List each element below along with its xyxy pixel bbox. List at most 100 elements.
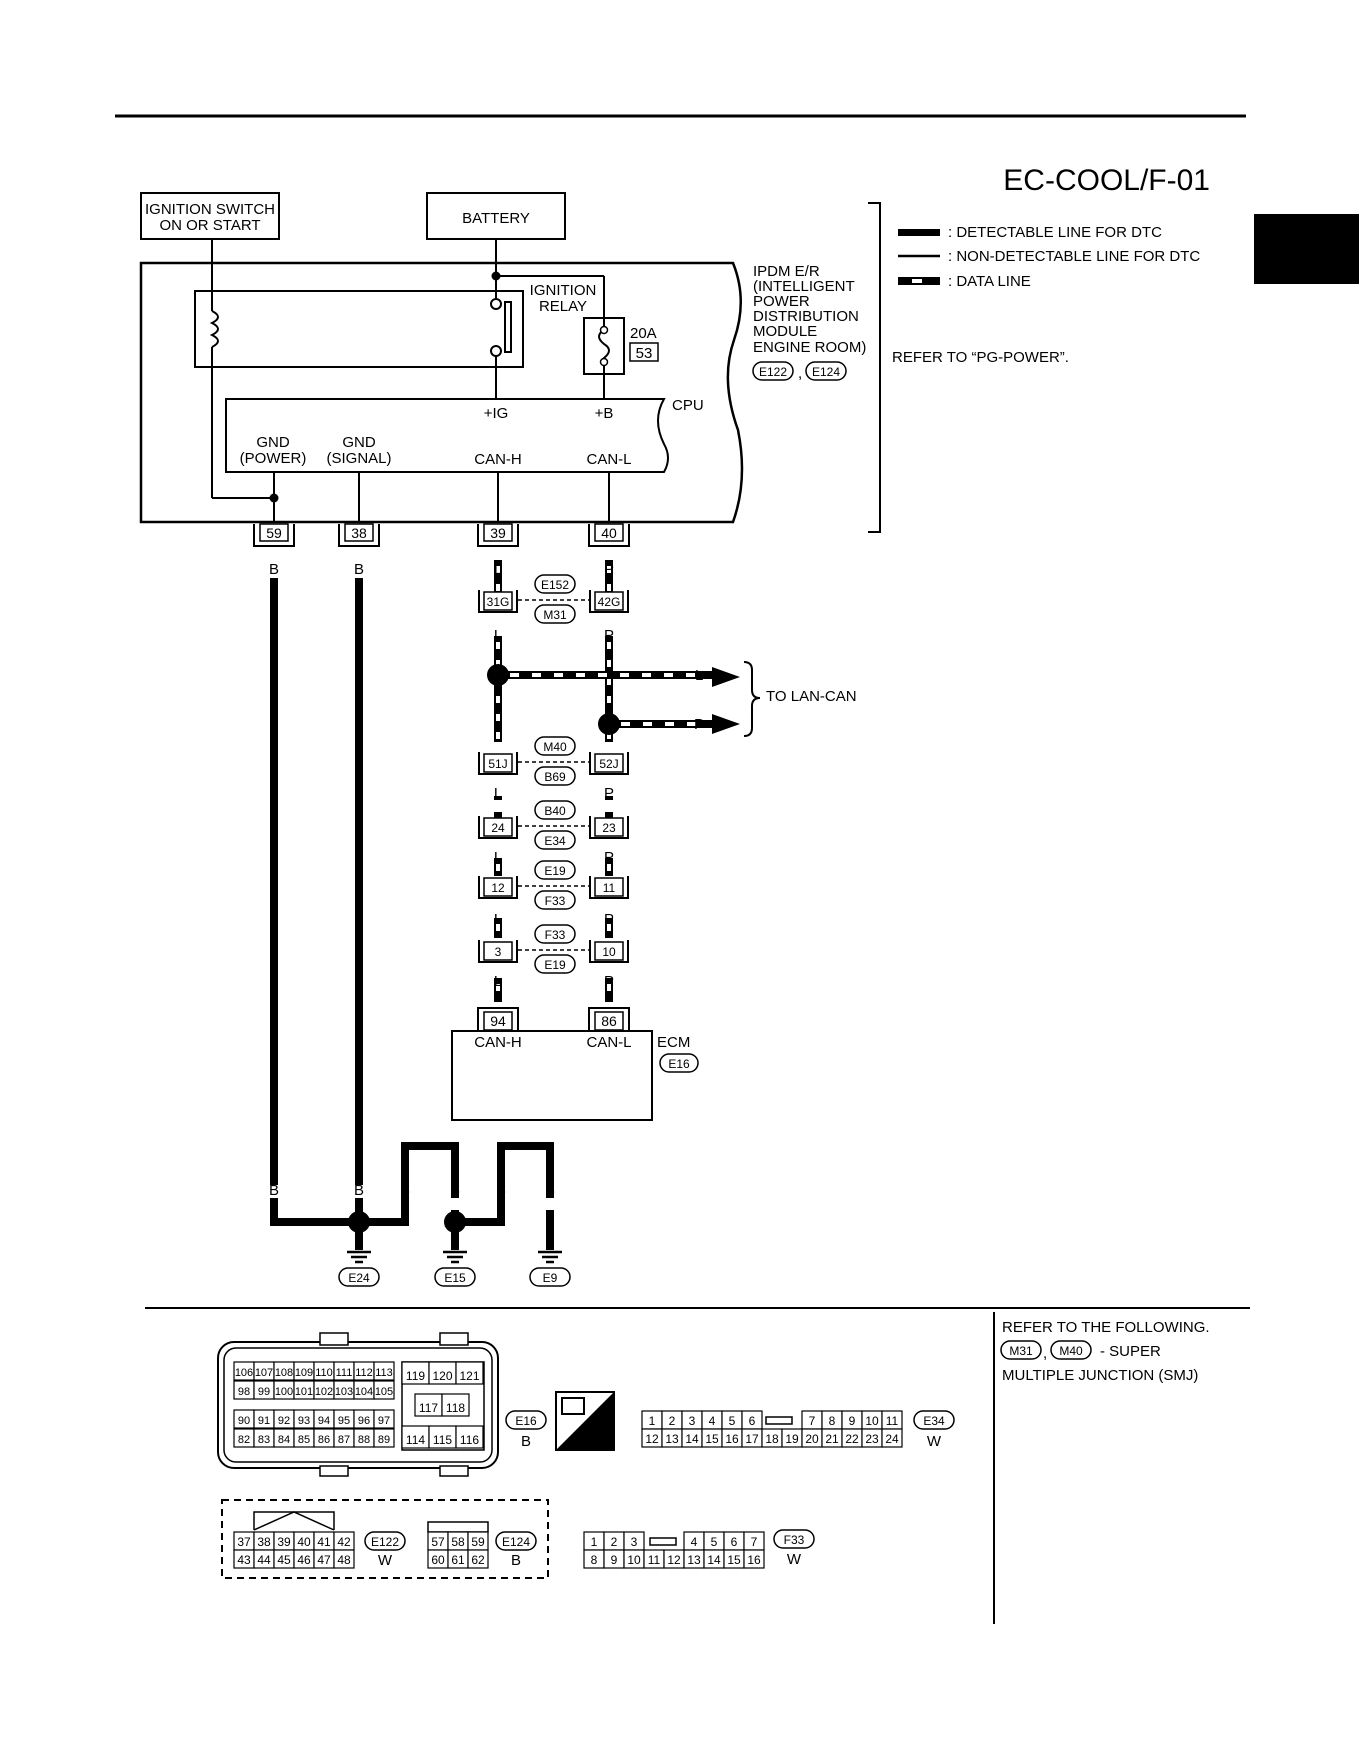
ipdm-connector-group xyxy=(221,1499,549,1579)
connector-color: W xyxy=(378,1552,393,1569)
wire-color-label: B xyxy=(545,1182,555,1199)
pin-cell: 23 xyxy=(865,1432,879,1446)
pin-cell: 95 xyxy=(338,1415,350,1427)
ipdm-terminal-label: 59 xyxy=(266,525,282,541)
pin-cell: 121 xyxy=(459,1369,479,1383)
ignition-switch-label-1: IGNITION SWITCH xyxy=(145,201,275,218)
pin-cell: 4 xyxy=(709,1414,716,1428)
pin-cell: 62 xyxy=(471,1553,485,1567)
pin-cell: 7 xyxy=(809,1414,816,1428)
pin-cell: 100 xyxy=(275,1386,293,1398)
pin-cell: 93 xyxy=(298,1415,310,1427)
junction-connector-top: B40 xyxy=(534,800,576,820)
pin-cell: 14 xyxy=(707,1553,721,1567)
legend-data-line-swatch xyxy=(898,277,940,285)
wire-color-label: P xyxy=(604,627,614,644)
pin-cell: 14 xyxy=(685,1432,699,1446)
pin-cell: 92 xyxy=(278,1415,290,1427)
ipdm-terminal-59: 59 xyxy=(253,523,295,547)
junction-connector-bottom-label: F33 xyxy=(545,894,566,908)
pin-cell: 9 xyxy=(849,1414,856,1428)
junction-pin-right: 11 xyxy=(603,881,616,895)
pin-cell: 85 xyxy=(298,1434,310,1446)
pin-cell: 1 xyxy=(591,1535,598,1549)
pin-cell: 8 xyxy=(829,1414,836,1428)
pin-b-label: +B xyxy=(595,405,614,422)
cpu-label: CPU xyxy=(672,397,704,414)
ipdm-terminal-label: 39 xyxy=(490,525,506,541)
pin-cell: 4 xyxy=(691,1535,698,1549)
lan-can-p-arrow-icon xyxy=(712,714,740,734)
pin-cell: 106 xyxy=(235,1367,253,1379)
ignition-switch-box xyxy=(140,192,280,240)
pin-cell: 39 xyxy=(277,1535,291,1549)
pin-cell: 16 xyxy=(725,1432,739,1446)
junction-connector-bottom: F33 xyxy=(534,890,576,910)
pin-cell: 44 xyxy=(257,1553,271,1567)
pin-cell: 7 xyxy=(751,1535,758,1549)
pin-gnd-power-label-1: GND xyxy=(256,434,290,451)
pin-cell: 6 xyxy=(731,1535,738,1549)
wire-color-label: P xyxy=(604,911,614,928)
pin-cell: 88 xyxy=(358,1434,370,1446)
wire-color-label: P xyxy=(604,973,614,990)
ecm-name: ECM xyxy=(657,1034,690,1051)
junction-connector-bottom: E34 xyxy=(534,830,576,850)
pin-cell: 103 xyxy=(335,1386,353,1398)
pin-cell: 15 xyxy=(727,1553,741,1567)
ipdm-name-3: POWER xyxy=(753,293,810,310)
pin-cell: 105 xyxy=(375,1386,393,1398)
pin-cell: 104 xyxy=(355,1386,373,1398)
cpu-box xyxy=(225,398,669,473)
ground-connector-E9-label: E9 xyxy=(543,1271,558,1285)
pin-cell: 82 xyxy=(238,1434,250,1446)
ipdm-name-6: ENGINE ROOM) xyxy=(753,339,866,356)
pin-cell: 96 xyxy=(358,1415,370,1427)
wire-color-label: P xyxy=(604,785,614,802)
svg-text:E122: E122 xyxy=(759,365,787,379)
junction-connector-top: E19 xyxy=(534,860,576,880)
pin-cell: 86 xyxy=(318,1434,330,1446)
pin-cell: 2 xyxy=(669,1414,676,1428)
pin-cell: 120 xyxy=(432,1369,452,1383)
pin-cell: 24 xyxy=(885,1432,899,1446)
ecm-terminal-94: 94 xyxy=(477,1007,519,1031)
pin-cell: 89 xyxy=(378,1434,390,1446)
ground-symbol-icon xyxy=(443,1250,467,1264)
junction-pin-right: 23 xyxy=(602,821,616,835)
junction-connector-bottom-label: B69 xyxy=(544,770,566,784)
legend-detectable-text: : DETECTABLE LINE FOR DTC xyxy=(948,224,1162,241)
pin-gnd-signal-label-1: GND xyxy=(342,434,376,451)
legend-data-line-text: : DATA LINE xyxy=(948,273,1031,290)
pin-cell: 43 xyxy=(237,1553,251,1567)
junction-pin-left: 31G xyxy=(487,595,510,609)
ipdm-connector-sep: , xyxy=(798,365,802,382)
pin-cell: 16 xyxy=(747,1553,761,1567)
junction-connector-top-label: M40 xyxy=(543,740,567,754)
pin-cell: 87 xyxy=(338,1434,350,1446)
can-l-splice-dot xyxy=(598,713,620,735)
ipdm-terminal-40: 40 xyxy=(588,523,630,547)
pin-cell: 83 xyxy=(258,1434,270,1446)
relay-contact-bottom xyxy=(490,345,502,357)
pin-cell: 40 xyxy=(297,1535,311,1549)
relay-label-1: IGNITION xyxy=(530,282,597,299)
pin-cell: 107 xyxy=(255,1367,273,1379)
lan-can-brace xyxy=(743,661,761,737)
pin-can-h-label: CAN-H xyxy=(474,451,522,468)
junction-connector-top: E152 xyxy=(534,574,576,594)
pin-cell: 119 xyxy=(406,1369,425,1383)
pin-cell: 118 xyxy=(446,1401,465,1415)
wire-color-label: L xyxy=(494,973,502,990)
pin-cell: 117 xyxy=(419,1401,438,1415)
ground-splice-dot xyxy=(444,1211,466,1233)
ecm-terminal-86: 86 xyxy=(588,1007,630,1031)
ground-connector-E15-label: E15 xyxy=(444,1271,466,1285)
wire-color-label: B xyxy=(354,1182,364,1199)
